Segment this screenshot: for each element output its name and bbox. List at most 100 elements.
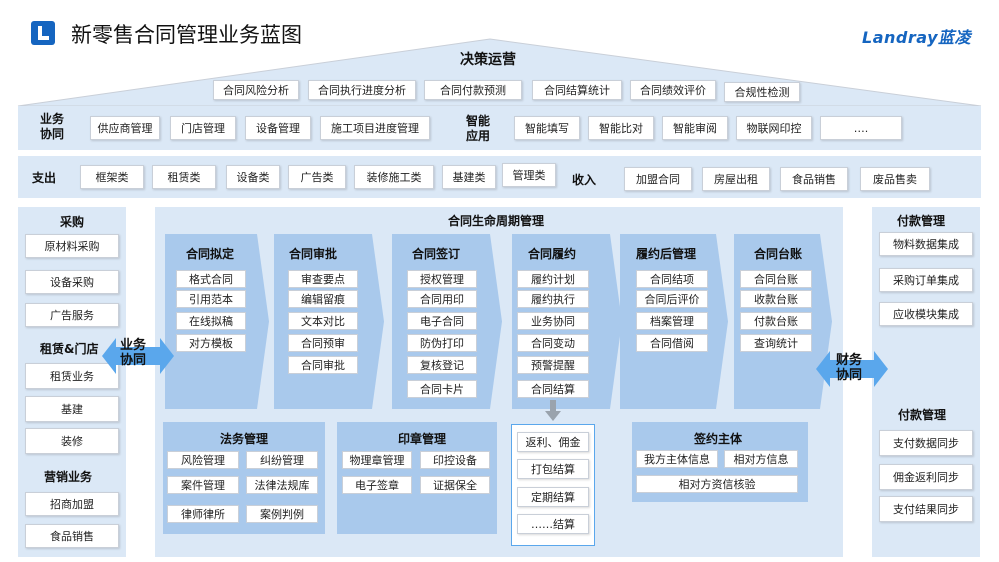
stage-item[interactable]: 履约计划 (517, 270, 589, 288)
decision-item[interactable]: 合同风险分析 (213, 80, 299, 100)
marketing-item[interactable]: 招商加盟 (25, 492, 119, 516)
stage-item[interactable]: 引用范本 (176, 290, 246, 308)
smart-item[interactable]: 智能审阅 (662, 116, 728, 140)
decision-item[interactable]: 合规性检测 (724, 82, 800, 102)
expense-item[interactable]: 管理类 (502, 163, 556, 187)
smart-row-label: 智能 应用 (466, 114, 491, 143)
stage-item[interactable]: 合同卡片 (407, 380, 477, 398)
stage-item[interactable]: 授权管理 (407, 270, 477, 288)
smart-item[interactable]: 智能比对 (588, 116, 654, 140)
income-item[interactable]: 房屋出租 (702, 167, 770, 191)
pay-title: 付款管理 (897, 214, 946, 228)
pay-item[interactable]: 物料数据集成 (879, 232, 973, 256)
pay-item[interactable]: 采购订单集成 (879, 268, 973, 292)
stage-title: 履约后管理 (636, 247, 697, 261)
biz-item[interactable]: 设备管理 (245, 116, 311, 140)
smart-item[interactable]: 智能填写 (514, 116, 580, 140)
decision-item[interactable]: 合同绩效评价 (630, 80, 716, 100)
stage-item[interactable]: 查询统计 (740, 334, 812, 352)
stage-item[interactable]: 履约执行 (517, 290, 589, 308)
legal-item[interactable]: 纠纷管理 (246, 451, 318, 469)
stage-title: 合同审批 (289, 247, 338, 261)
decision-item[interactable]: 合同付款预测 (424, 80, 522, 100)
marketing-item[interactable]: 食品销售 (25, 524, 119, 548)
expense-item[interactable]: 设备类 (226, 165, 280, 189)
expense-row-label: 支出 (32, 171, 57, 185)
stage-item[interactable]: 合同审批 (288, 356, 358, 374)
stage-item[interactable]: 文本对比 (288, 312, 358, 330)
decision-title: 决策运营 (460, 52, 516, 68)
procure-item[interactable]: 广告服务 (25, 303, 119, 327)
legal-item[interactable]: 法律法规库 (246, 476, 318, 494)
settlement-item[interactable]: 打包结算 (517, 459, 589, 479)
settlement-item[interactable]: 返利、佣金 (517, 432, 589, 452)
pay-item[interactable]: 应收模块集成 (879, 302, 973, 326)
signer-item[interactable]: 相对方资信核验 (636, 475, 798, 493)
stage-item[interactable]: 合同结项 (636, 270, 708, 288)
expense-item[interactable]: 装修施工类 (354, 165, 434, 189)
stage-item[interactable]: 对方模板 (176, 334, 246, 352)
smart-item[interactable]: …. (820, 116, 902, 140)
seal-item[interactable]: 物理章管理 (342, 451, 412, 469)
smart-item[interactable]: 物联网印控 (736, 116, 812, 140)
stage-item[interactable]: 合同变动 (517, 334, 589, 352)
biz-item[interactable]: 门店管理 (170, 116, 236, 140)
seal-item[interactable]: 印控设备 (420, 451, 490, 469)
decision-item[interactable]: 合同结算统计 (532, 80, 622, 100)
seal-item[interactable]: 电子签章 (342, 476, 412, 494)
stage-item[interactable]: 格式合同 (176, 270, 246, 288)
marketing-title: 营销业务 (44, 470, 93, 484)
down-arrow-icon (545, 400, 561, 421)
lease-item[interactable]: 装修 (25, 428, 119, 454)
settlement-item[interactable]: 定期结算 (517, 487, 589, 507)
lease-item[interactable]: 租赁业务 (25, 363, 119, 389)
legal-item[interactable]: 律师律所 (167, 505, 239, 523)
stage-item[interactable]: 业务协同 (517, 312, 589, 330)
pay-item[interactable]: 支付数据同步 (879, 430, 973, 456)
legal-title: 法务管理 (220, 432, 269, 446)
stage-item[interactable]: 复核登记 (407, 356, 477, 374)
stage-item[interactable]: 合同台账 (740, 270, 812, 288)
procure-item[interactable]: 设备采购 (25, 270, 119, 294)
settlement-item[interactable]: ……结算 (517, 514, 589, 534)
stage-item[interactable]: 在线拟稿 (176, 312, 246, 330)
income-item[interactable]: 废品售卖 (860, 167, 930, 191)
stage-title: 合同签订 (412, 247, 461, 261)
stage-item[interactable]: 合同后评价 (636, 290, 708, 308)
stage-item[interactable]: 预警提醒 (517, 356, 589, 374)
stage-item[interactable]: 合同预审 (288, 334, 358, 352)
seal-item[interactable]: 证据保全 (420, 476, 490, 494)
left-sync-label: 业务 协同 (120, 338, 147, 368)
stage-item[interactable]: 编辑留痕 (288, 290, 358, 308)
stage-item[interactable]: 电子合同 (407, 312, 477, 330)
stage-item[interactable]: 档案管理 (636, 312, 708, 330)
stage-item[interactable]: 合同用印 (407, 290, 477, 308)
expense-item[interactable]: 广告类 (288, 165, 346, 189)
legal-item[interactable]: 案例判例 (246, 505, 318, 523)
decision-item[interactable]: 合同执行进度分析 (308, 80, 416, 100)
income-item[interactable]: 加盟合同 (624, 167, 692, 191)
biz-item[interactable]: 施工项目进度管理 (320, 116, 430, 140)
stage-item[interactable]: 合同结算 (517, 380, 589, 398)
stage-item[interactable]: 付款台账 (740, 312, 812, 330)
page-title: 新零售合同管理业务蓝图 (71, 23, 302, 47)
signer-item[interactable]: 我方主体信息 (636, 450, 718, 468)
signer-item[interactable]: 相对方信息 (724, 450, 798, 468)
stage-item[interactable]: 收款台账 (740, 290, 812, 308)
procure-item[interactable]: 原材料采购 (25, 234, 119, 258)
stage-item[interactable]: 防伪打印 (407, 334, 477, 352)
stage-item[interactable]: 审查要点 (288, 270, 358, 288)
expense-item[interactable]: 框架类 (80, 165, 144, 189)
pay-item[interactable]: 佣金返利同步 (879, 464, 973, 490)
stage-item[interactable]: 合同借阅 (636, 334, 708, 352)
income-item[interactable]: 食品销售 (780, 167, 848, 191)
legal-item[interactable]: 案件管理 (167, 476, 239, 494)
pay-item[interactable]: 支付结果同步 (879, 496, 973, 522)
lease-item[interactable]: 基建 (25, 396, 119, 422)
legal-item[interactable]: 风险管理 (167, 451, 239, 469)
seal-title: 印章管理 (398, 432, 447, 446)
expense-item[interactable]: 基建类 (442, 165, 496, 189)
income-row-label: 收入 (572, 173, 597, 187)
expense-item[interactable]: 租赁类 (152, 165, 216, 189)
biz-item[interactable]: 供应商管理 (90, 116, 160, 140)
